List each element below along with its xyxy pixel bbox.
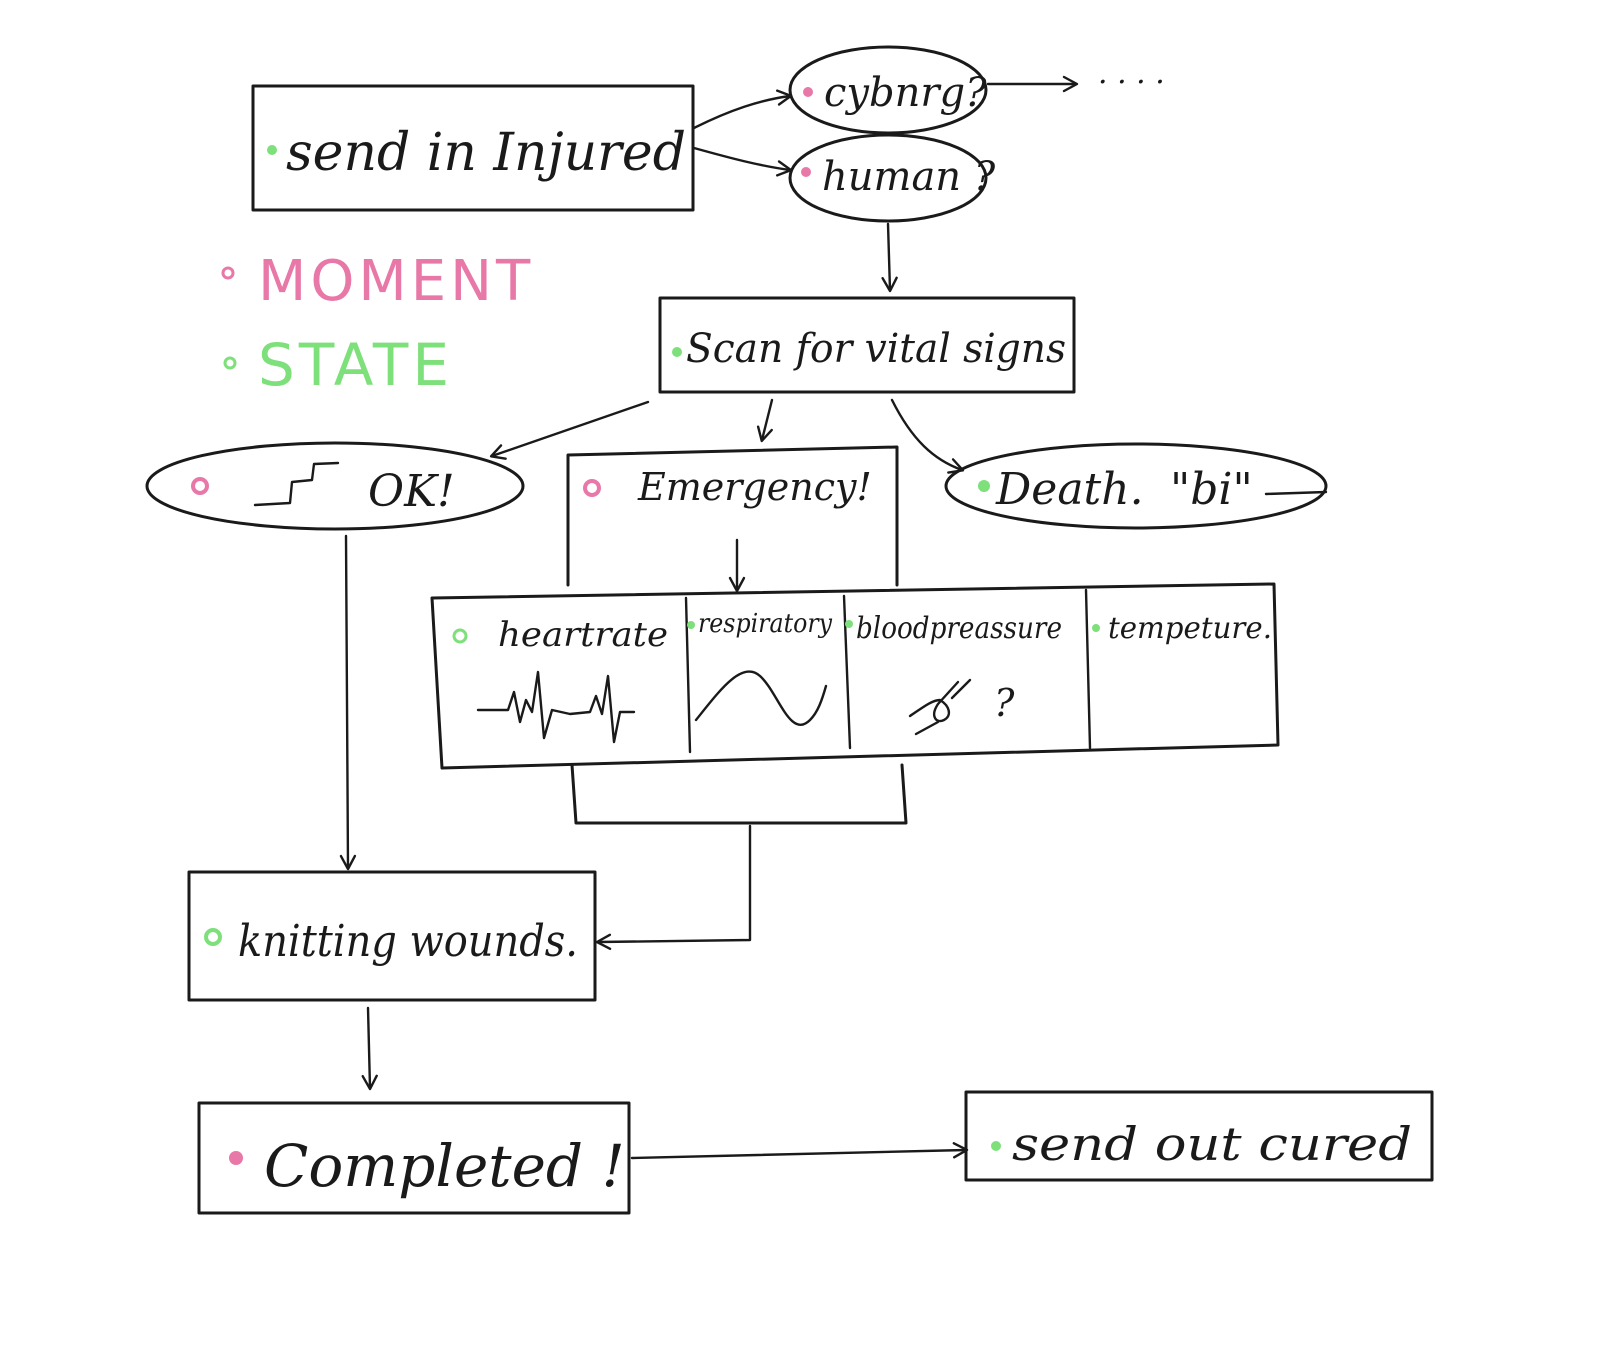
moment-dot xyxy=(583,479,601,497)
blood-pressure-cuff-icon xyxy=(908,678,972,736)
bloodpressure-cell: bloodpreassure ? xyxy=(845,611,1062,736)
step-icon xyxy=(253,461,340,507)
moment-dot xyxy=(801,167,811,177)
state-dot xyxy=(1092,624,1100,632)
send-in-injured-label: send in Injured xyxy=(286,123,686,183)
respiratory-label: respiratory xyxy=(698,609,832,639)
state-legend-dot xyxy=(223,356,237,370)
moment-dot xyxy=(191,477,209,495)
bloodpressure-label: bloodpreassure xyxy=(856,611,1062,646)
respiratory-cell: respiratory xyxy=(687,609,832,726)
bloodpressure-question: ? xyxy=(994,681,1015,725)
vital-signs-table: heartrate respiratory bloodpreassure ? t… xyxy=(430,582,1280,770)
death-ellipse xyxy=(944,442,1328,530)
cyborg-label: cybnrg? xyxy=(824,70,987,116)
arrow-scan-to-ok xyxy=(489,400,650,460)
emergency-label: Emergency! xyxy=(637,465,872,509)
cyborg-node: cybnrg? xyxy=(788,45,988,135)
vitals-divider xyxy=(684,596,692,754)
breath-wave-icon xyxy=(694,670,828,726)
death-node: Death. "bi" xyxy=(944,442,1328,530)
state-legend-label: STATE xyxy=(258,331,453,399)
state-dot xyxy=(204,928,222,946)
state-dot xyxy=(267,145,277,155)
state-dot xyxy=(991,1141,1001,1151)
vitals-divider xyxy=(842,594,852,750)
state-dot xyxy=(687,621,695,629)
ok-node: OK! xyxy=(145,441,525,531)
moment-legend-label: MOMENT xyxy=(258,249,534,314)
knitting-label: knitting wounds. xyxy=(238,916,578,967)
death-flatline xyxy=(1264,490,1328,496)
completed-node: Completed ! xyxy=(197,1101,631,1215)
death-sound-label: "bi" xyxy=(1170,464,1253,515)
vitals-divider xyxy=(1084,588,1092,750)
cyborg-continuation: · · · · xyxy=(1098,65,1165,100)
knitting-box xyxy=(187,870,597,1002)
moment-dot xyxy=(229,1151,243,1165)
arrow-completed-to-send-out xyxy=(630,1142,969,1160)
send-out-node: send out cured xyxy=(964,1090,1434,1182)
connectors xyxy=(339,75,1079,1160)
arrow-emergency-to-knitting xyxy=(595,824,752,951)
completed-label: Completed ! xyxy=(264,1132,625,1200)
temperature-cell: tempeture. xyxy=(1092,611,1272,646)
arrow-scan-to-death xyxy=(890,398,965,474)
arrow-human-to-scan xyxy=(881,222,898,293)
state-dot xyxy=(452,628,468,644)
state-dot xyxy=(672,347,682,357)
scan-box xyxy=(658,296,1076,394)
scan-label: Scan for vital signs xyxy=(686,326,1066,372)
emergency-node: Emergency! xyxy=(566,445,908,825)
emergency-box xyxy=(566,445,908,825)
knitting-node: knitting wounds. xyxy=(187,870,597,1002)
completed-box xyxy=(197,1101,631,1215)
heartbeat-icon xyxy=(476,670,636,744)
temperature-label: tempeture. xyxy=(1108,611,1272,646)
legend: MOMENT STATE xyxy=(221,249,534,399)
vitals-outline xyxy=(430,582,1280,770)
ok-ellipse xyxy=(145,441,525,531)
arrow-scan-to-emergency xyxy=(756,398,774,443)
state-dot xyxy=(978,480,990,492)
moment-dot xyxy=(803,87,813,97)
human-node: human ? xyxy=(788,133,996,223)
moment-legend-dot xyxy=(221,266,235,280)
ok-label: OK! xyxy=(368,466,455,517)
arrow-knitting-to-completed xyxy=(361,1006,378,1091)
human-label: human ? xyxy=(822,154,996,200)
death-label: Death. xyxy=(995,464,1144,515)
arrow-ok-to-knitting xyxy=(339,534,357,871)
arrow-send-to-human xyxy=(692,146,793,177)
send-out-box xyxy=(964,1090,1434,1182)
heartrate-label: heartrate xyxy=(498,615,668,655)
arrow-send-to-cyborg xyxy=(692,89,793,130)
scan-node: Scan for vital signs xyxy=(658,296,1076,394)
send-out-label: send out cured xyxy=(1012,1117,1412,1171)
heartrate-cell: heartrate xyxy=(452,615,668,744)
send-in-injured-node: send in Injured xyxy=(251,84,695,212)
state-dot xyxy=(845,620,853,628)
human-ellipse xyxy=(788,133,988,223)
